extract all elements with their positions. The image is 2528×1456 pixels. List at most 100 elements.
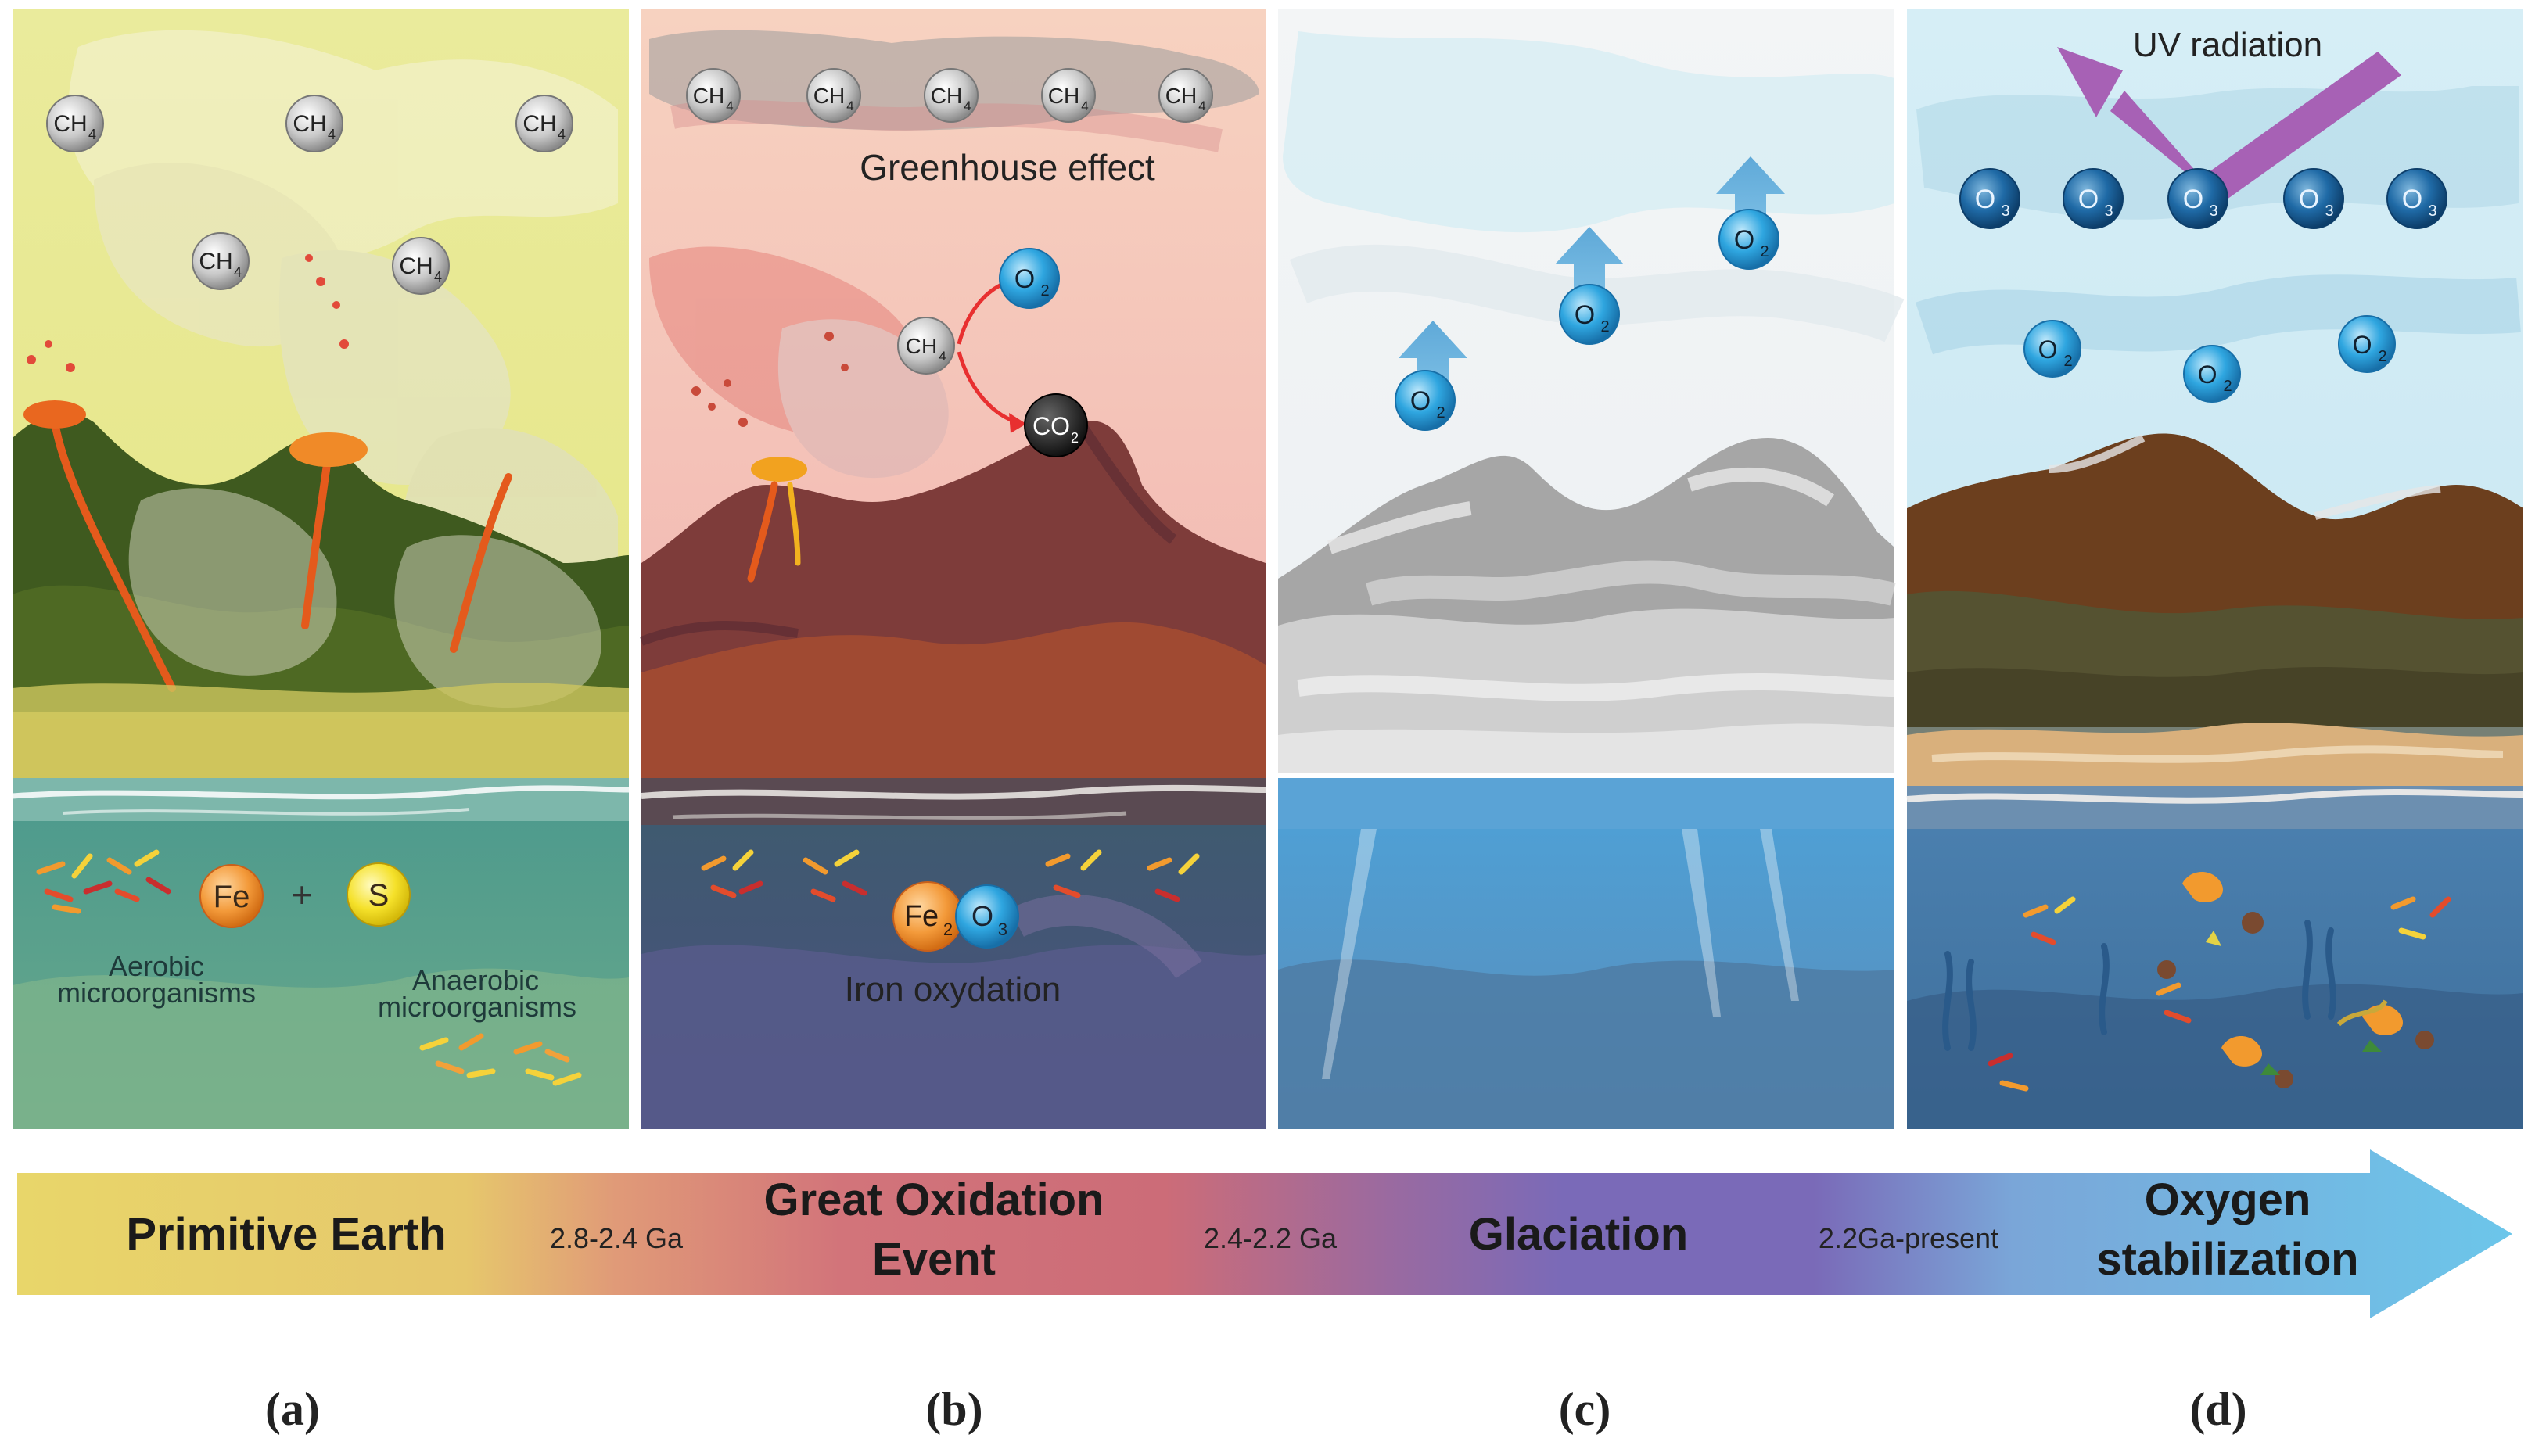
panel-a-anaerobic-microbes bbox=[419, 1033, 582, 1086]
svg-text:CH: CH bbox=[1165, 84, 1197, 108]
ozone-layer: O 3 O 3 O 3 O 3 O 3 bbox=[1959, 168, 2447, 229]
svg-text:4: 4 bbox=[939, 349, 946, 364]
svg-text:CH: CH bbox=[1048, 84, 1079, 108]
panel-c: O 2 O 2 O 2 bbox=[1278, 9, 1905, 1129]
svg-text:2: 2 bbox=[1071, 430, 1079, 446]
o2-molecule: O 2 bbox=[1395, 370, 1456, 431]
ch4-molecule: CH 4 bbox=[285, 95, 343, 152]
o3-molecule: O 3 bbox=[2063, 168, 2124, 229]
panel-a-shoreline bbox=[12, 778, 630, 821]
svg-text:O: O bbox=[2038, 335, 2058, 364]
timeline-arrow: Primitive Earth 2.8-2.4 Ga Great Oxidati… bbox=[17, 1149, 2512, 1318]
svg-text:Fe: Fe bbox=[904, 900, 939, 933]
svg-text:CH: CH bbox=[199, 249, 232, 274]
rising-o2-arrow bbox=[1716, 156, 1785, 233]
aerobic-label-line2: microorganisms bbox=[57, 977, 256, 1009]
panel-a-aerobic-microbes bbox=[36, 849, 171, 914]
svg-text:3: 3 bbox=[2325, 203, 2333, 220]
svg-text:CH: CH bbox=[293, 111, 326, 137]
svg-text:3: 3 bbox=[2104, 203, 2113, 220]
svg-text:O: O bbox=[2183, 185, 2203, 214]
panel-a-smoke bbox=[68, 30, 619, 673]
ch4-molecule: CH 4 bbox=[392, 237, 450, 295]
panel-b-microbes bbox=[701, 849, 1200, 902]
svg-text:2: 2 bbox=[2378, 348, 2386, 365]
stage-primitive-earth: Primitive Earth bbox=[126, 1209, 446, 1260]
iron-oxydation-label: Iron oxydation bbox=[845, 970, 1061, 1009]
panel-b-splatter bbox=[691, 332, 849, 427]
ch4-molecule: CH 4 bbox=[1041, 68, 1096, 123]
panel-b: Fe 2 O 3 Iron oxydation CH 4 CH 4 CH 4 bbox=[639, 9, 1266, 1129]
panel-b-ch4-row: CH 4 CH 4 CH 4 CH 4 CH 4 bbox=[686, 68, 1213, 123]
s-label: S bbox=[368, 878, 390, 913]
ch4-molecule: CH 4 bbox=[897, 317, 955, 375]
panel-a-lava bbox=[51, 418, 512, 692]
range-2.2-present: 2.2Ga-present bbox=[1819, 1222, 1998, 1254]
o2-molecule: O 2 bbox=[1718, 209, 1779, 270]
aerobic-label-line1: Aerobic bbox=[109, 950, 204, 982]
svg-text:CH: CH bbox=[53, 111, 87, 137]
stage-great-oxidation-line2: Event bbox=[872, 1234, 996, 1285]
plus-sign: + bbox=[292, 874, 313, 915]
panel-letter-a: (a) bbox=[265, 1383, 320, 1435]
svg-text:O: O bbox=[1575, 300, 1595, 330]
reaction-arrowhead bbox=[1009, 413, 1026, 433]
o2-molecule: O 2 bbox=[2338, 315, 2396, 373]
svg-text:2: 2 bbox=[1600, 318, 1609, 335]
range-2.8-2.4: 2.8-2.4 Ga bbox=[550, 1222, 684, 1254]
panel-a-volcano-vents bbox=[23, 254, 368, 467]
ch4-molecule: CH 4 bbox=[46, 95, 104, 152]
ch4-molecule: CH 4 bbox=[1158, 68, 1213, 123]
o3-molecule: O 3 bbox=[2386, 168, 2447, 229]
svg-text:O: O bbox=[1410, 386, 1431, 416]
svg-text:4: 4 bbox=[88, 127, 96, 142]
svg-text:O: O bbox=[1734, 225, 1754, 255]
panel-a: Fe + S Aerobic microorganisms Anaerobic … bbox=[12, 9, 630, 1129]
svg-text:2: 2 bbox=[1436, 404, 1445, 421]
panel-c-o2-arrows bbox=[1399, 156, 1785, 397]
fe2o3-molecule: Fe 2 O 3 bbox=[892, 881, 1019, 952]
svg-text:2: 2 bbox=[1040, 282, 1049, 299]
panel-d-seaweed bbox=[1942, 920, 2336, 1051]
panel-letter-b: (b) bbox=[925, 1383, 982, 1435]
o3-molecule: O 3 bbox=[2283, 168, 2344, 229]
o2-molecule: O 2 bbox=[999, 248, 1060, 309]
ch4-molecule: CH 4 bbox=[686, 68, 741, 123]
svg-text:3: 3 bbox=[2428, 203, 2436, 220]
svg-text:3: 3 bbox=[2209, 203, 2217, 220]
svg-text:4: 4 bbox=[558, 127, 566, 142]
rising-o2-arrow bbox=[1399, 321, 1467, 397]
panel-b-lava bbox=[747, 457, 807, 583]
ch4-molecule: CH 4 bbox=[192, 232, 250, 290]
range-2.4-2.2: 2.4-2.2 Ga bbox=[1204, 1222, 1338, 1254]
rising-o2-arrow bbox=[1555, 227, 1624, 303]
panel-d-shoreline bbox=[1906, 786, 2524, 829]
svg-text:CH: CH bbox=[906, 334, 937, 358]
o3-molecule: O 3 bbox=[1959, 168, 2020, 229]
greenhouse-effect-label: Greenhouse effect bbox=[860, 147, 1155, 188]
svg-text:O: O bbox=[1975, 185, 1995, 214]
svg-text:CH: CH bbox=[399, 253, 433, 279]
stage-glaciation: Glaciation bbox=[1469, 1209, 1688, 1260]
svg-text:CH: CH bbox=[813, 84, 845, 108]
svg-text:4: 4 bbox=[434, 269, 442, 285]
svg-text:2: 2 bbox=[2063, 353, 2072, 370]
co2-molecule: CO 2 bbox=[1024, 393, 1088, 457]
timeline-band bbox=[17, 1149, 2512, 1318]
stage-oxygen-line1: Oxygen bbox=[2145, 1174, 2311, 1225]
panel-d-organisms bbox=[2157, 872, 2434, 1088]
svg-text:O: O bbox=[2078, 185, 2099, 214]
svg-text:2: 2 bbox=[943, 920, 953, 939]
svg-text:O: O bbox=[2198, 360, 2217, 389]
svg-text:4: 4 bbox=[328, 127, 336, 142]
o2-molecule: O 2 bbox=[2023, 320, 2081, 378]
ch4-molecule: CH 4 bbox=[515, 95, 573, 152]
panel-d: UV radiation O 3 O 3 O 3 O 3 bbox=[1906, 9, 2524, 1129]
panel-a-ch4-molecules: CH 4 CH 4 CH 4 CH 4 CH 4 bbox=[46, 95, 573, 295]
svg-text:O: O bbox=[2353, 331, 2372, 359]
panel-letters: (a) (b) (c) (d) bbox=[265, 1383, 2247, 1435]
svg-text:CH: CH bbox=[931, 84, 962, 108]
anaerobic-label-line2: microorganisms bbox=[378, 991, 576, 1023]
panel-letter-c: (c) bbox=[1559, 1383, 1611, 1435]
